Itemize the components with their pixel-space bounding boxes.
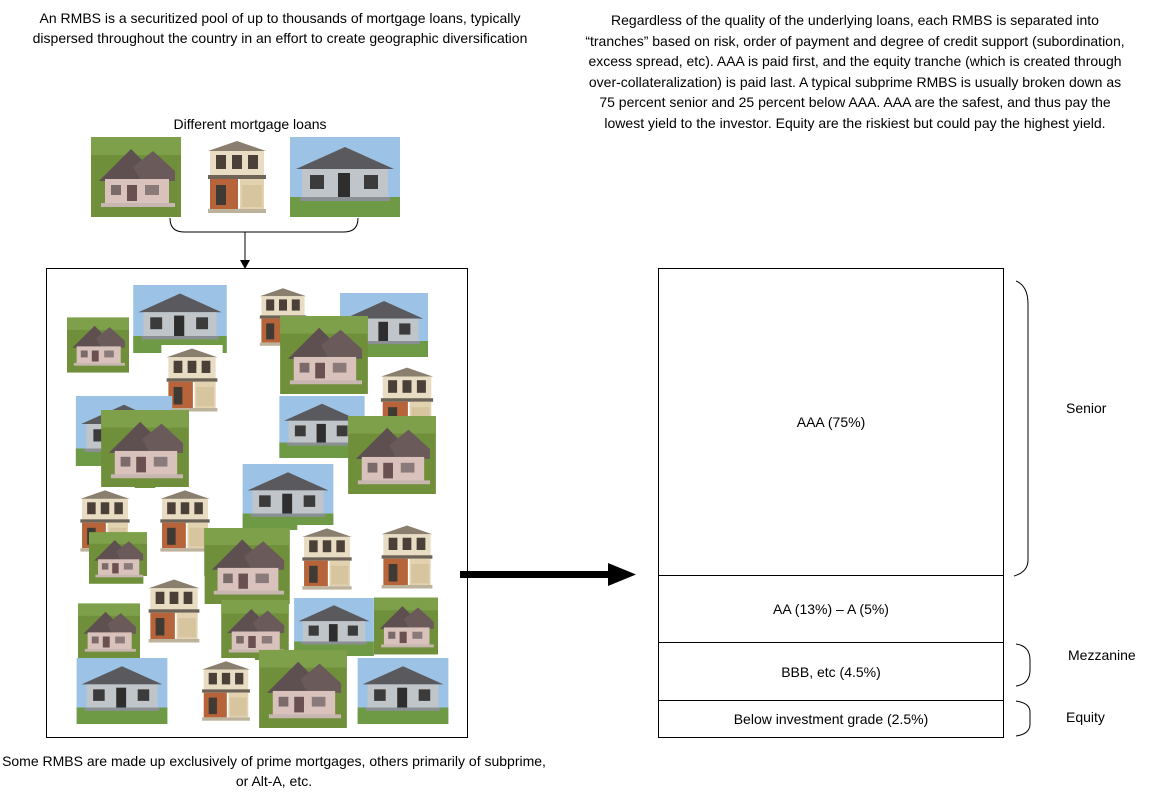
rmbs-description: An RMBS is a securitized pool of up to t… (32, 10, 528, 46)
pool-to-tranche-arrowhead (608, 563, 636, 586)
equity-brace (1015, 700, 1031, 737)
tranche-stack: AAA (75%) AA (13%) – A (5%) BBB, etc (4.… (658, 268, 1004, 738)
pool-arrowhead (240, 260, 250, 269)
pool-to-tranche-arrow-shaft (460, 571, 610, 578)
senior-brace (1013, 280, 1029, 577)
mezzanine-brace (1015, 643, 1031, 687)
tranche-bbb: BBB, etc (4.5%) (659, 643, 1003, 701)
loans-bracket (169, 217, 359, 233)
pool-caption: Some RMBS are made up exclusively of pri… (2, 753, 546, 789)
tranche-below-investment-grade: Below investment grade (2.5%) (733, 711, 929, 727)
senior-label: Senior (1066, 400, 1107, 416)
different-loans-label: Different mortgage loans (173, 116, 327, 132)
equity-label: Equity (1066, 709, 1105, 725)
tranche-description: Regardless of the quality of the underly… (585, 12, 1125, 131)
tranche-aa-a: AA (13%) – A (5%) (659, 576, 1003, 643)
mezzanine-label: Mezzanine (1068, 647, 1136, 663)
tranche-aaa: AAA (75%) (659, 269, 1003, 576)
